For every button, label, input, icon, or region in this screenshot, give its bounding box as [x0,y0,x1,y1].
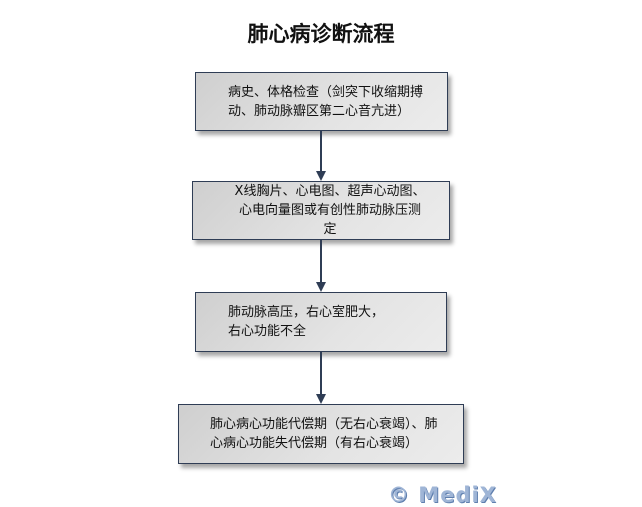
arrow-connector [320,240,322,282]
step-text: X线胸片、心电图、超声心动图、心电向量图或有创性肺动脉压测定 [234,184,426,237]
step-text: 病史、体格检查（剑突下收缩期搏动、肺动脉瓣区第二心音亢进） [228,84,424,119]
arrow-head-icon [316,394,326,404]
step-cor-pulmonale-stage: 肺心病心功能代偿期（无右心衰竭）、肺心病心功能失代偿期（有右心衰竭） [178,404,464,464]
arrow-head-icon [316,171,326,181]
step-imaging-tests: X线胸片、心电图、超声心动图、心电向量图或有创性肺动脉压测定 [192,181,450,240]
step-history-exam: 病史、体格检查（剑突下收缩期搏动、肺动脉瓣区第二心音亢进） [195,72,448,131]
arrow-head-icon [316,282,326,292]
step-text: 肺动脉高压，右心室肥大，右心功能不全 [228,305,385,339]
step-pulmonary-hypertension: 肺动脉高压，右心室肥大，右心功能不全 [195,292,447,352]
arrow-connector [320,352,322,394]
step-text: 肺心病心功能代偿期（无右心衰竭）、肺心病心功能失代偿期（有右心衰竭） [210,417,438,451]
watermark-logo: © MediX [388,483,497,507]
arrow-connector [320,131,322,171]
diagram-title: 肺心病诊断流程 [247,21,395,46]
